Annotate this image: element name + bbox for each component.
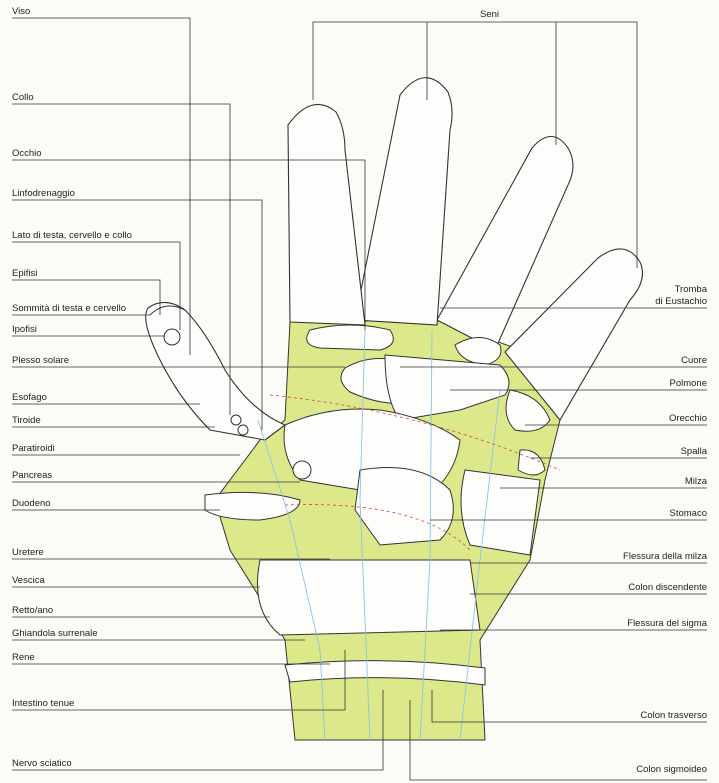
label-spalla: Spalla	[680, 446, 707, 457]
label-uretere: Uretere	[12, 547, 44, 558]
label-epifisi: Epifisi	[12, 268, 38, 279]
leader-occhio	[12, 159, 366, 330]
label-milza: Milza	[684, 476, 707, 487]
finger-pinky	[504, 248, 643, 421]
label-polmone: Polmone	[669, 378, 708, 389]
label-colon-sigmoideo: Colon sigmoideo	[636, 764, 707, 775]
leader-viso	[12, 17, 191, 355]
label-viso: Viso	[12, 6, 31, 17]
meridian-4	[459, 389, 501, 741]
finger-index	[287, 104, 366, 326]
label-esofago: Esofago	[12, 392, 47, 403]
paratiroid-circle-1	[230, 414, 242, 426]
label-orecchio: Orecchio	[668, 413, 707, 424]
label-plesso-solare: Plesso solare	[12, 355, 70, 366]
zone-stomach	[354, 467, 454, 546]
paratiroid-circle-2	[237, 424, 249, 436]
label-cuore: Cuore	[681, 355, 707, 366]
label-rene: Rene	[12, 652, 35, 663]
label-retto-ano: Retto/ano	[12, 605, 54, 616]
label-colon-trasverso: Colon trasverso	[640, 710, 707, 721]
finger-thumb	[145, 301, 287, 441]
red-lines	[269, 394, 561, 551]
label-occhio: Occhio	[12, 148, 42, 159]
label-nervo-sciatico: Nervo sciatico	[12, 758, 72, 769]
organ-zones	[204, 324, 551, 686]
label-ghiandola-surrenale: Ghiandola surrenale	[12, 628, 98, 639]
leader-colon-sigm	[409, 700, 707, 781]
left-leaders	[12, 17, 384, 771]
leader-linfodrenaggio	[12, 199, 263, 430]
label-seni: Seni	[480, 9, 500, 20]
zone-duodenum	[204, 491, 301, 521]
label-tromba-2: di Eustachio	[655, 296, 707, 307]
finger-ring	[436, 135, 574, 351]
thumb-tip-cap	[149, 305, 186, 316]
zone-top-knuckle-right	[454, 337, 502, 366]
label-pancreas: Pancreas	[12, 470, 53, 481]
zone-ear	[505, 389, 551, 432]
zone-lung	[384, 354, 510, 421]
leader-epifisi	[12, 279, 161, 315]
zone-shoulder	[517, 449, 546, 476]
zone-intestine-band	[284, 660, 486, 686]
right-leaders	[312, 21, 707, 781]
label-flessura-milza: Flessura della milza	[623, 551, 707, 562]
label-collo: Collo	[12, 92, 34, 103]
label-intestino-tenue: Intestino tenue	[12, 698, 75, 709]
finger-middle	[354, 77, 453, 326]
label-linfodrenaggio: Linfodrenaggio	[12, 188, 75, 199]
label-sommita: Sommità di testa e cervello	[12, 303, 127, 314]
leader-seni	[312, 21, 638, 268]
label-stomaco: Stomaco	[669, 508, 708, 519]
label-ipofisi: Ipofisi	[12, 324, 37, 335]
leader-lato-testa	[12, 241, 181, 330]
meridian-lines	[257, 329, 501, 741]
meridian-3	[419, 329, 433, 741]
pancreas-circle	[292, 460, 312, 480]
label-paratiroidi: Paratiroidi	[12, 443, 55, 454]
zone-colon	[257, 559, 481, 636]
leader-colon-trasv	[431, 690, 707, 723]
meridian-1	[257, 419, 326, 741]
meridian-2	[359, 329, 371, 741]
label-flessura-sigma: Flessura del sigma	[627, 618, 707, 629]
zone-top-knuckle-left	[306, 324, 394, 351]
label-colon-discendente: Colon discendente	[628, 582, 707, 593]
label-tiroide: Tiroide	[12, 415, 41, 426]
leader-intestino	[12, 650, 346, 711]
label-tromba-1: Tromba	[674, 284, 707, 295]
label-vescica: Vescica	[12, 575, 45, 586]
label-lato-testa: Lato di testa, cervello e collo	[12, 230, 132, 241]
red-line-2	[284, 504, 471, 551]
label-duodeno: Duodeno	[12, 498, 51, 509]
leader-collo	[12, 103, 231, 415]
zone-spleen	[460, 469, 541, 556]
leader-nervo	[12, 690, 384, 771]
red-line-1	[269, 394, 561, 471]
thumb-details	[149, 305, 312, 480]
pituitary-circle	[163, 328, 181, 346]
